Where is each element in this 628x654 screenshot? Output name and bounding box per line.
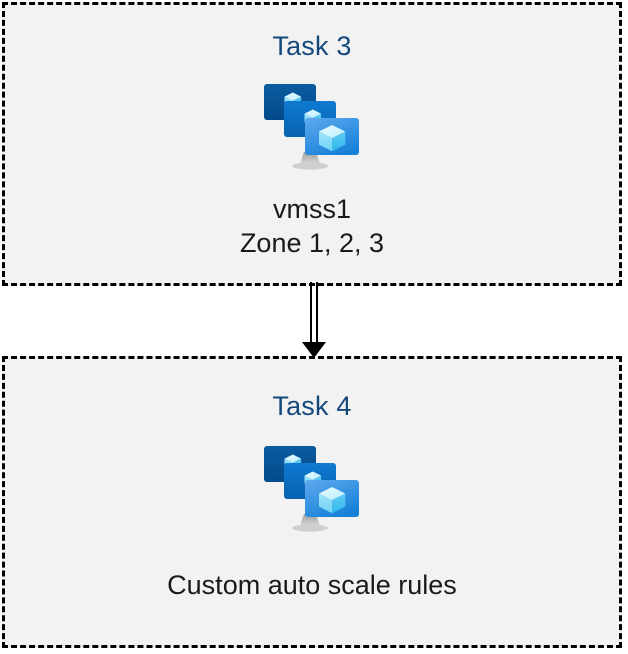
connector-arrow-task3-to-task4 — [302, 282, 326, 358]
azure-vm-scale-set-icon — [260, 442, 364, 538]
task-box-task4[interactable]: Task 4 — [2, 356, 622, 648]
task-box-task3[interactable]: Task 3 — [2, 2, 622, 286]
azure-vm-scale-set-icon — [260, 80, 364, 176]
task-title: Task 3 — [272, 31, 352, 61]
caption-line: Zone 1, 2, 3 — [239, 228, 385, 258]
caption-line: vmss1 — [272, 194, 351, 224]
caption-line: Custom auto scale rules — [167, 570, 457, 600]
task-title: Task 4 — [272, 391, 352, 421]
task-caption: Custom auto scale rules — [167, 568, 457, 602]
task-caption: vmss1 Zone 1, 2, 3 — [240, 192, 384, 260]
